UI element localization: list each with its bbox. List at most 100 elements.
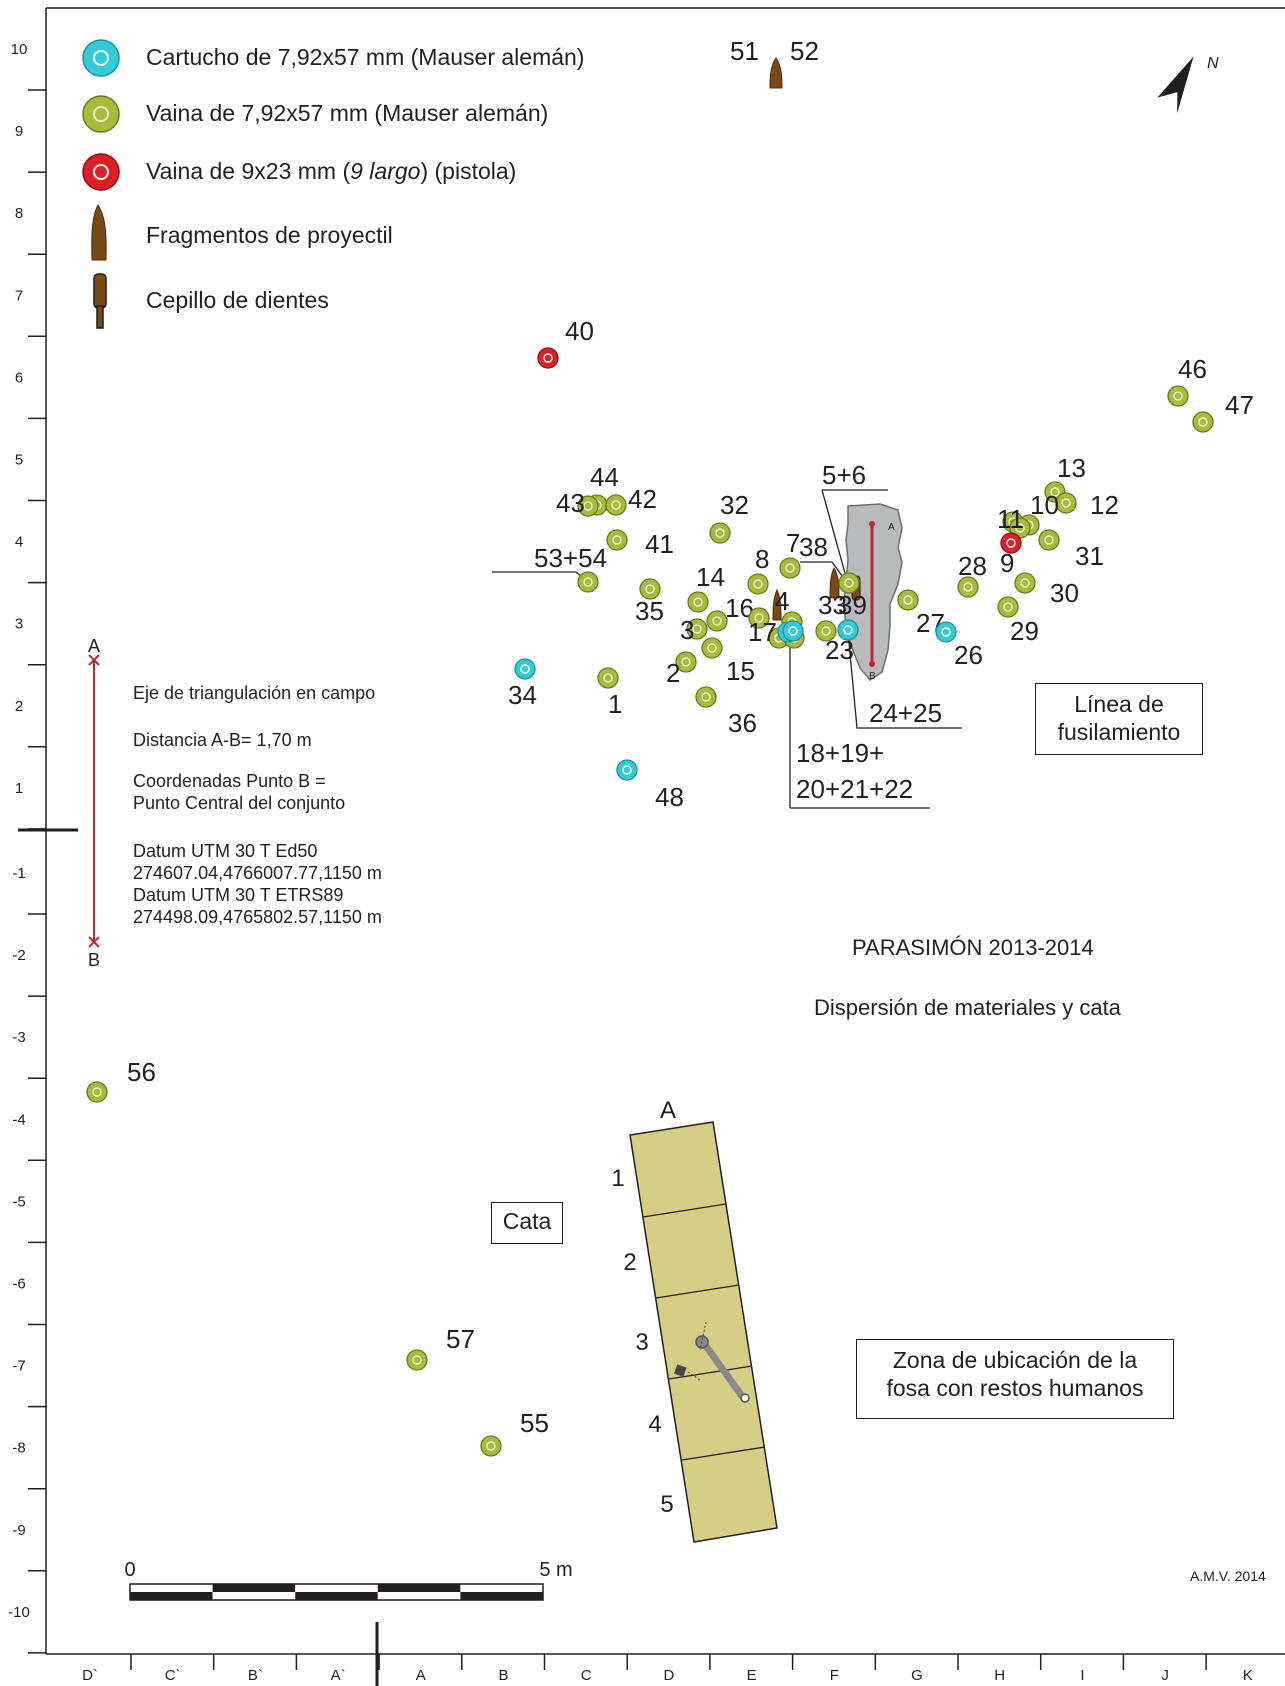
point-label: 36 (728, 708, 757, 738)
firing-line-line2: fusilamiento (1057, 719, 1181, 745)
point-17: 17 (748, 607, 777, 647)
x-tick-label: K (1243, 1667, 1253, 1684)
y-tick-label: -1 (12, 865, 25, 882)
grave-zone-line1: Zona de ubicación de la (892, 1347, 1138, 1373)
casing-marker (779, 557, 801, 579)
triangulation-axis: A B (88, 636, 100, 970)
point-57: 57 (406, 1324, 475, 1371)
y-tick-label: 4 (15, 534, 23, 551)
legend-symbols (82, 39, 120, 329)
sector-1: 1 (611, 1165, 624, 1192)
point-label: 17 (748, 617, 777, 647)
y-tick-label: 3 (15, 616, 23, 633)
datum2-values: 274498.09,4765802.57,1150 m (133, 907, 382, 927)
y-tick-label: -2 (12, 947, 25, 964)
point-label: 57 (446, 1324, 475, 1354)
point-48: 48 (616, 759, 684, 812)
sector-5: 5 (660, 1491, 673, 1518)
point-label: 41 (645, 529, 674, 559)
point-36: 36 (695, 686, 757, 738)
grave-zone-box: Zona de ubicación de la fosa con restos … (856, 1339, 1174, 1419)
casing-marker (86, 1081, 108, 1103)
casing-marker (747, 573, 769, 595)
x-tick-label: A` (331, 1667, 346, 1684)
point-label: 42 (628, 484, 657, 514)
cartridge-marker (837, 619, 859, 641)
trench-corner-label: A (660, 1097, 676, 1124)
point-label: 53+54 (534, 543, 607, 573)
casing-marker (686, 618, 708, 640)
y-tick-label: -3 (12, 1029, 25, 1046)
casing-marker (838, 572, 860, 594)
point-9: 9 (1000, 532, 1022, 578)
casing-marker (406, 1349, 428, 1371)
label-24-25: 24+25 (869, 698, 942, 728)
central-feature: A B (843, 503, 903, 682)
x-tick-label: B (498, 1667, 508, 1684)
y-tick-label: 5 (15, 452, 23, 469)
casing-marker (1192, 411, 1214, 433)
svg-text:B: B (869, 671, 876, 682)
point-41: 41 (606, 529, 674, 559)
point-label: 26 (954, 640, 983, 670)
point-34: 34 (508, 658, 537, 710)
point-label: 8 (755, 544, 769, 574)
sector-3: 3 (635, 1329, 648, 1356)
casing-marker (639, 578, 661, 600)
point-13: 13 (1044, 453, 1086, 503)
scale-start-label: 0 (124, 1559, 135, 1581)
point-40: 40 (537, 316, 594, 369)
datum1-values: 274607.04,4766007.77,1150 m (133, 863, 382, 883)
y-tick-label: 7 (15, 287, 23, 304)
point-15: 15 (701, 637, 755, 686)
point-11: 11 (997, 504, 1031, 539)
casing-marker (577, 571, 599, 593)
casing-marker (695, 686, 717, 708)
point-14: 14 (687, 562, 725, 613)
y-tick-label: -9 (12, 1522, 25, 1539)
point-35: 35 (635, 578, 664, 626)
point-label: 28 (958, 551, 987, 581)
trench: A 1 2 3 4 5 (611, 1097, 778, 1543)
point-56: 56 (86, 1057, 156, 1103)
label-20-22: 20+21+22 (796, 774, 913, 804)
x-tick-label: C` (165, 1667, 181, 1684)
label-4: 4 (775, 586, 789, 616)
point-a-label: A (88, 636, 100, 656)
x-tick-label: D` (82, 1667, 98, 1684)
point-label: 11 (997, 504, 1024, 534)
point-label: 13 (1057, 453, 1086, 483)
point-label: 32 (720, 490, 749, 520)
pistol-casing-marker (1000, 532, 1022, 554)
point-label: 46 (1178, 354, 1207, 384)
toothbrush-icon (93, 273, 107, 329)
y-tick-label: 6 (15, 369, 23, 386)
point-label: 35 (635, 596, 664, 626)
casing-marker (1014, 572, 1036, 594)
coord-line2: Punto Central del conjunto (133, 793, 346, 813)
cartridge-marker (616, 759, 638, 781)
point-29: 29 (997, 596, 1039, 646)
y-tick-label: -4 (12, 1111, 25, 1128)
trench-box: Cata (491, 1202, 563, 1244)
casing-marker (997, 596, 1019, 618)
y-tick-label: 9 (15, 123, 23, 140)
y-tick-label: -8 (12, 1440, 25, 1457)
casing-marker (577, 495, 599, 517)
casing-icon (82, 95, 120, 133)
point-23: 23 (815, 620, 854, 665)
label-51: 51 (730, 36, 759, 66)
point-label: 30 (1050, 578, 1079, 608)
x-tick-label: D (663, 1667, 674, 1684)
casing-marker (597, 667, 619, 689)
firing-line-box: Línea de fusilamiento (1035, 683, 1203, 755)
point-label: 31 (1075, 541, 1104, 571)
distance-text: Distancia A-B= 1,70 m (133, 730, 312, 750)
axis-title: Eje de triangulación en campo (133, 683, 376, 703)
north-arrow-icon: N (1157, 55, 1219, 114)
point-label: 47 (1225, 390, 1254, 420)
point-31: 31 (1038, 529, 1104, 571)
point-33: 33 (782, 590, 847, 642)
